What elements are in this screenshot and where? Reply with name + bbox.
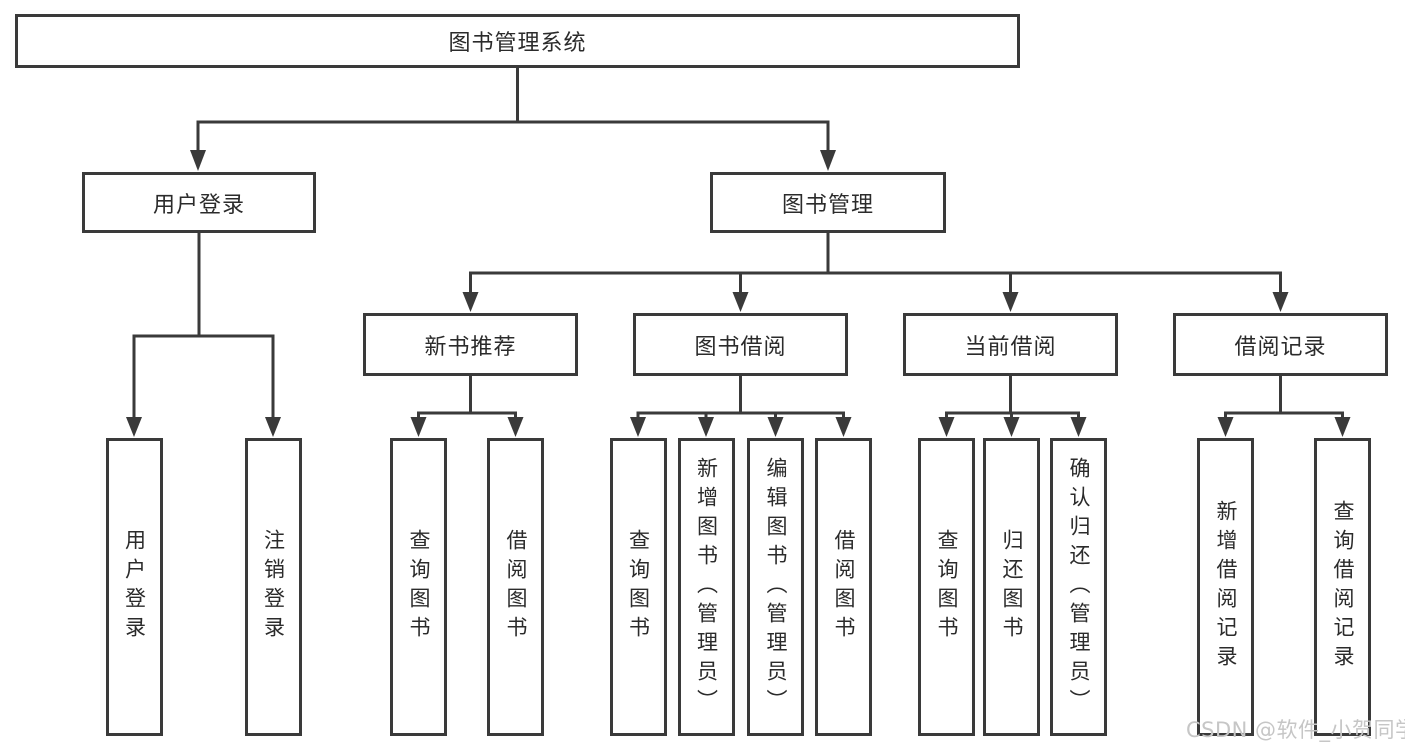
leaf-add-book-admin: 新增图书（管理员） — [677, 438, 735, 736]
node-root: 图书管理系统 — [15, 14, 1020, 68]
leaf-query-borrow-record: 查询借阅记录 — [1314, 438, 1371, 736]
node-current-borrow: 当前借阅 — [903, 313, 1118, 376]
leaf-query-books-current: 查询图书 — [918, 438, 975, 736]
leaf-logout: 注销登录 — [244, 438, 302, 736]
node-borrow-records: 借阅记录 — [1173, 313, 1388, 376]
node-new-book-recommend: 新书推荐 — [363, 313, 578, 376]
leaf-user-login: 用户登录 — [105, 438, 163, 736]
leaf-confirm-return-admin: 确认归还（管理员） — [1050, 438, 1107, 736]
leaf-edit-book-admin: 编辑图书（管理员） — [747, 438, 804, 736]
leaf-return-books: 归还图书 — [983, 438, 1040, 736]
node-user-login: 用户登录 — [82, 172, 316, 233]
arrowheads — [126, 150, 1351, 437]
leaf-query-books-borrow: 查询图书 — [609, 438, 667, 736]
leaf-query-books-recommend: 查询图书 — [390, 438, 447, 736]
leaf-borrow-books-recommend: 借阅图书 — [487, 438, 544, 736]
node-book-management: 图书管理 — [710, 172, 946, 233]
leaf-borrow-books: 借阅图书 — [815, 438, 872, 736]
tree-edges — [132, 66, 1344, 421]
leaf-add-borrow-record: 新增借阅记录 — [1197, 438, 1254, 736]
node-book-borrow: 图书借阅 — [633, 313, 848, 376]
csdn-watermark: CSDN @软件_小贺同学 — [1186, 718, 1405, 742]
